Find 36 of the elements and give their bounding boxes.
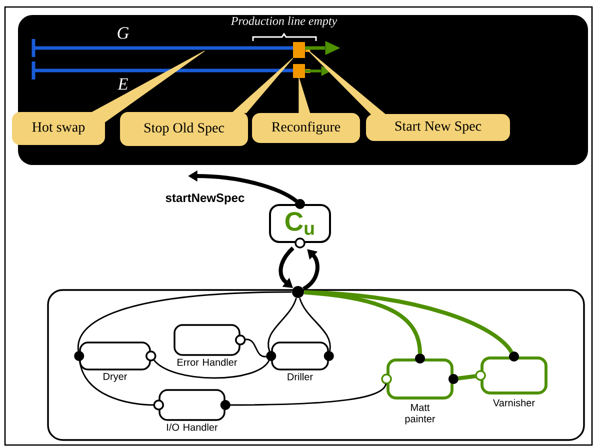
connector xyxy=(304,290,514,354)
line-label: E xyxy=(118,78,128,90)
marker-block xyxy=(293,64,310,78)
edge-label: startNewSpec xyxy=(166,194,244,204)
component-label: Varnisher xyxy=(493,399,535,406)
callout-box: Hot swap xyxy=(12,112,105,145)
port-dot xyxy=(292,286,304,298)
connector xyxy=(278,246,294,288)
arrow-shape xyxy=(305,41,340,55)
connector xyxy=(299,298,331,352)
container-box xyxy=(47,289,585,441)
arrow-shape xyxy=(305,66,332,76)
timeline-bar xyxy=(32,39,293,57)
leader-line xyxy=(298,76,310,114)
line-label: G xyxy=(118,27,129,39)
callout-box: Reconfigure xyxy=(252,113,360,143)
component-label: Driller xyxy=(288,372,313,380)
connector xyxy=(245,338,266,358)
connector xyxy=(153,359,270,379)
callout-box: Stop Old Spec xyxy=(120,112,248,146)
connector xyxy=(268,298,297,352)
component-box: C$_{u}$ xyxy=(269,199,331,248)
component-label: Error Handler xyxy=(178,358,238,366)
component-label: I/O Handler xyxy=(167,423,218,431)
annotation-text: Production line empty xyxy=(230,16,338,28)
connector xyxy=(78,291,292,352)
marker-block xyxy=(293,42,310,58)
connector xyxy=(458,374,476,380)
connector xyxy=(230,383,387,406)
leader-line xyxy=(90,50,205,122)
component-label: Matt painter xyxy=(405,404,436,424)
connector xyxy=(79,360,154,406)
timeline-bar xyxy=(32,62,293,80)
callout-box: Start New Spec xyxy=(366,114,510,141)
connector xyxy=(302,249,320,291)
component-label: Dryer xyxy=(104,372,128,382)
